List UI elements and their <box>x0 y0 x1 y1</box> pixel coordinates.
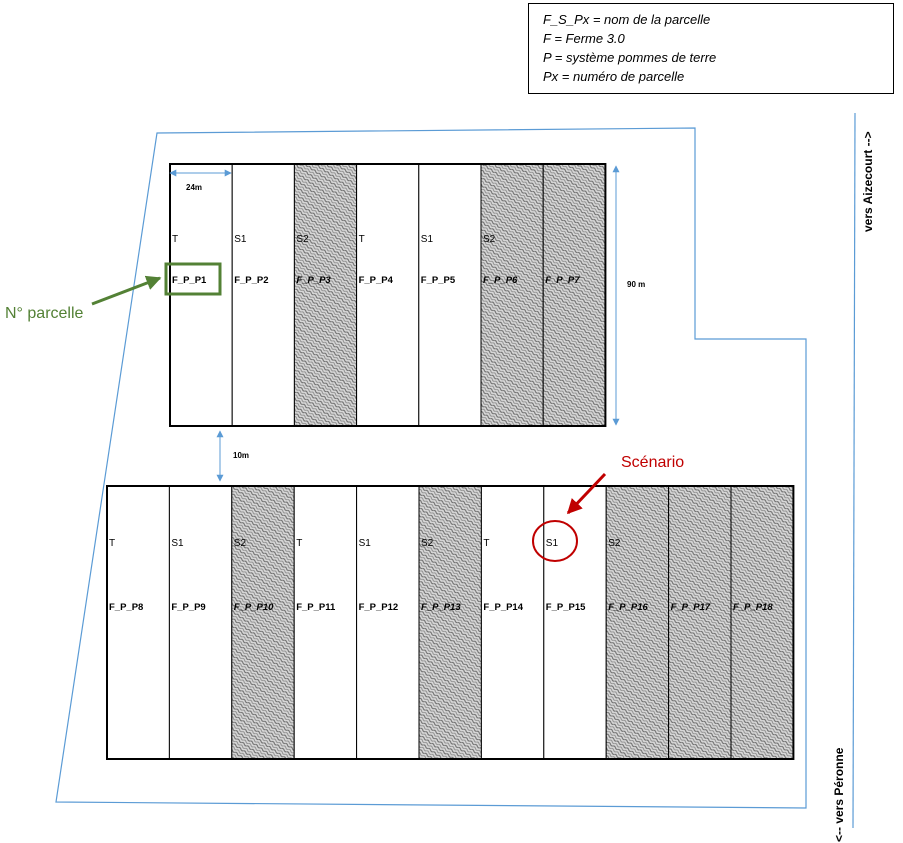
parcel-id-label: F_P_P5 <box>421 275 456 286</box>
parcel-F_P_P14 <box>480 485 545 760</box>
parcel-F_P_P5 <box>418 163 482 427</box>
parcel-id-label: F_P_P16 <box>608 602 648 613</box>
parcel-F_P_P12 <box>356 485 420 760</box>
legend-line-3: P = système pommes de terre <box>543 50 717 65</box>
parcel-treatment-label: T <box>109 538 115 549</box>
parcel-treatment-label: S1 <box>421 234 434 245</box>
scenario-arrow <box>566 472 607 515</box>
parcel-F_P_P3 <box>293 163 358 427</box>
parcel-F_P_P2 <box>231 163 295 427</box>
parcel-treatment-label: S2 <box>421 538 434 549</box>
width-dimension-label: 24m <box>186 183 202 192</box>
scenario-circle <box>532 520 578 562</box>
parcel-id-label: F_P_P17 <box>671 602 711 613</box>
parcel-id-label: F_P_P1 <box>172 275 207 286</box>
parcel-id-label: F_P_P14 <box>483 602 523 613</box>
parcel-number-highlight <box>164 262 222 296</box>
parcel-treatment-label: S2 <box>234 538 247 549</box>
parcel-F_P_P11 <box>293 485 358 760</box>
parcel-F_P_P17 <box>668 485 732 760</box>
parcel-rows: TF_P_P1S1F_P_P2S2F_P_P3TF_P_P4S1F_P_P5S2… <box>106 163 795 760</box>
parcel-treatment-label: T <box>483 538 489 549</box>
parcel-id-label: F_P_P13 <box>421 602 461 613</box>
parcel-id-label: F_P_P10 <box>234 602 274 613</box>
legend-line-1: F_S_Px = nom de la parcelle <box>543 12 711 27</box>
gap-dimension-label: 10m <box>233 451 249 460</box>
parcel-F_P_P13 <box>418 485 482 760</box>
parcel-treatment-label: S1 <box>234 234 247 245</box>
legend-line-4: Px = numéro de parcelle <box>543 69 685 84</box>
parcel-treatment-label: T <box>359 234 365 245</box>
parcel-id-label: F_P_P6 <box>483 275 518 286</box>
parcel-treatment-label: S2 <box>483 234 496 245</box>
parcel-treatment-label: T <box>296 538 302 549</box>
parcel-id-label: F_P_P15 <box>546 602 586 613</box>
parcel-F_P_P18 <box>730 485 794 760</box>
parcel-F_P_P6 <box>480 163 544 427</box>
height-dimension-label: 90 m <box>627 280 645 289</box>
parcel-id-label: F_P_P2 <box>234 275 268 286</box>
parcel-id-label: F_P_P9 <box>171 602 205 613</box>
parcel-treatment-label: S2 <box>296 234 309 245</box>
parcel-treatment-label: S2 <box>608 538 621 549</box>
scenario-label: Scénario <box>621 454 684 471</box>
parcel-id-label: F_P_P18 <box>733 602 773 613</box>
road-label-aizecourt: vers Aizecourt --> <box>861 131 875 232</box>
legend-line-2: F = Ferme 3.0 <box>543 31 625 46</box>
road-label-peronne: <-- vers Péronne <box>832 747 846 842</box>
legend-box: F_S_Px = nom de la parcelle F = Ferme 3.… <box>528 3 894 94</box>
parcel-treatment-label: S1 <box>171 538 184 549</box>
parcel-number-label: N° parcelle <box>5 305 84 322</box>
parcel-treatment-label: S1 <box>359 538 372 549</box>
parcel-F_P_P4 <box>356 163 420 427</box>
parcel-treatment-label: T <box>172 234 178 245</box>
parcel-id-label: F_P_P3 <box>296 275 331 286</box>
parcel-row-frame <box>106 485 795 760</box>
parcel-id-label: F_P_P12 <box>359 602 399 613</box>
parcel-F_P_P15 <box>543 485 607 760</box>
parcel-id-label: F_P_P4 <box>359 275 394 286</box>
parcel-F_P_P8 <box>106 485 170 760</box>
parcel-number-arrow <box>91 275 162 306</box>
parcel-F_P_P16 <box>605 485 670 760</box>
field-boundary <box>55 127 807 809</box>
parcel-F_P_P10 <box>231 485 295 760</box>
parcel-id-label: F_P_P8 <box>109 602 143 613</box>
parcel-F_P_P9 <box>168 485 233 760</box>
parcel-id-label: F_P_P7 <box>545 275 580 286</box>
parcel-F_P_P7 <box>542 163 606 427</box>
parcel-id-label: F_P_P11 <box>296 602 336 613</box>
road-line-east-top <box>852 112 856 829</box>
parcel-treatment-label: S1 <box>546 538 559 549</box>
